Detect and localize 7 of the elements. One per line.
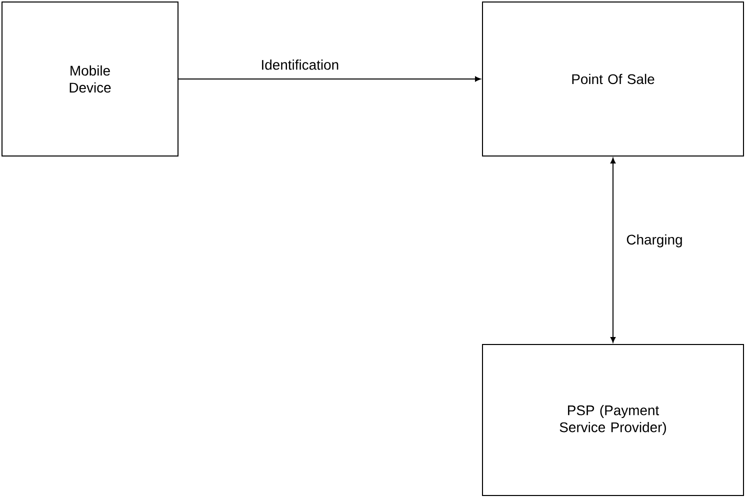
arrow [178, 76, 481, 82]
process-box: PSP (Payment Service Provider) [482, 344, 744, 496]
edge-label: Charging [626, 234, 682, 248]
edge-label: Identification [262, 60, 338, 70]
process-box: Point Of Sale [482, 2, 744, 156]
arrow [610, 158, 616, 343]
process-box: Mobile Device [2, 2, 178, 156]
